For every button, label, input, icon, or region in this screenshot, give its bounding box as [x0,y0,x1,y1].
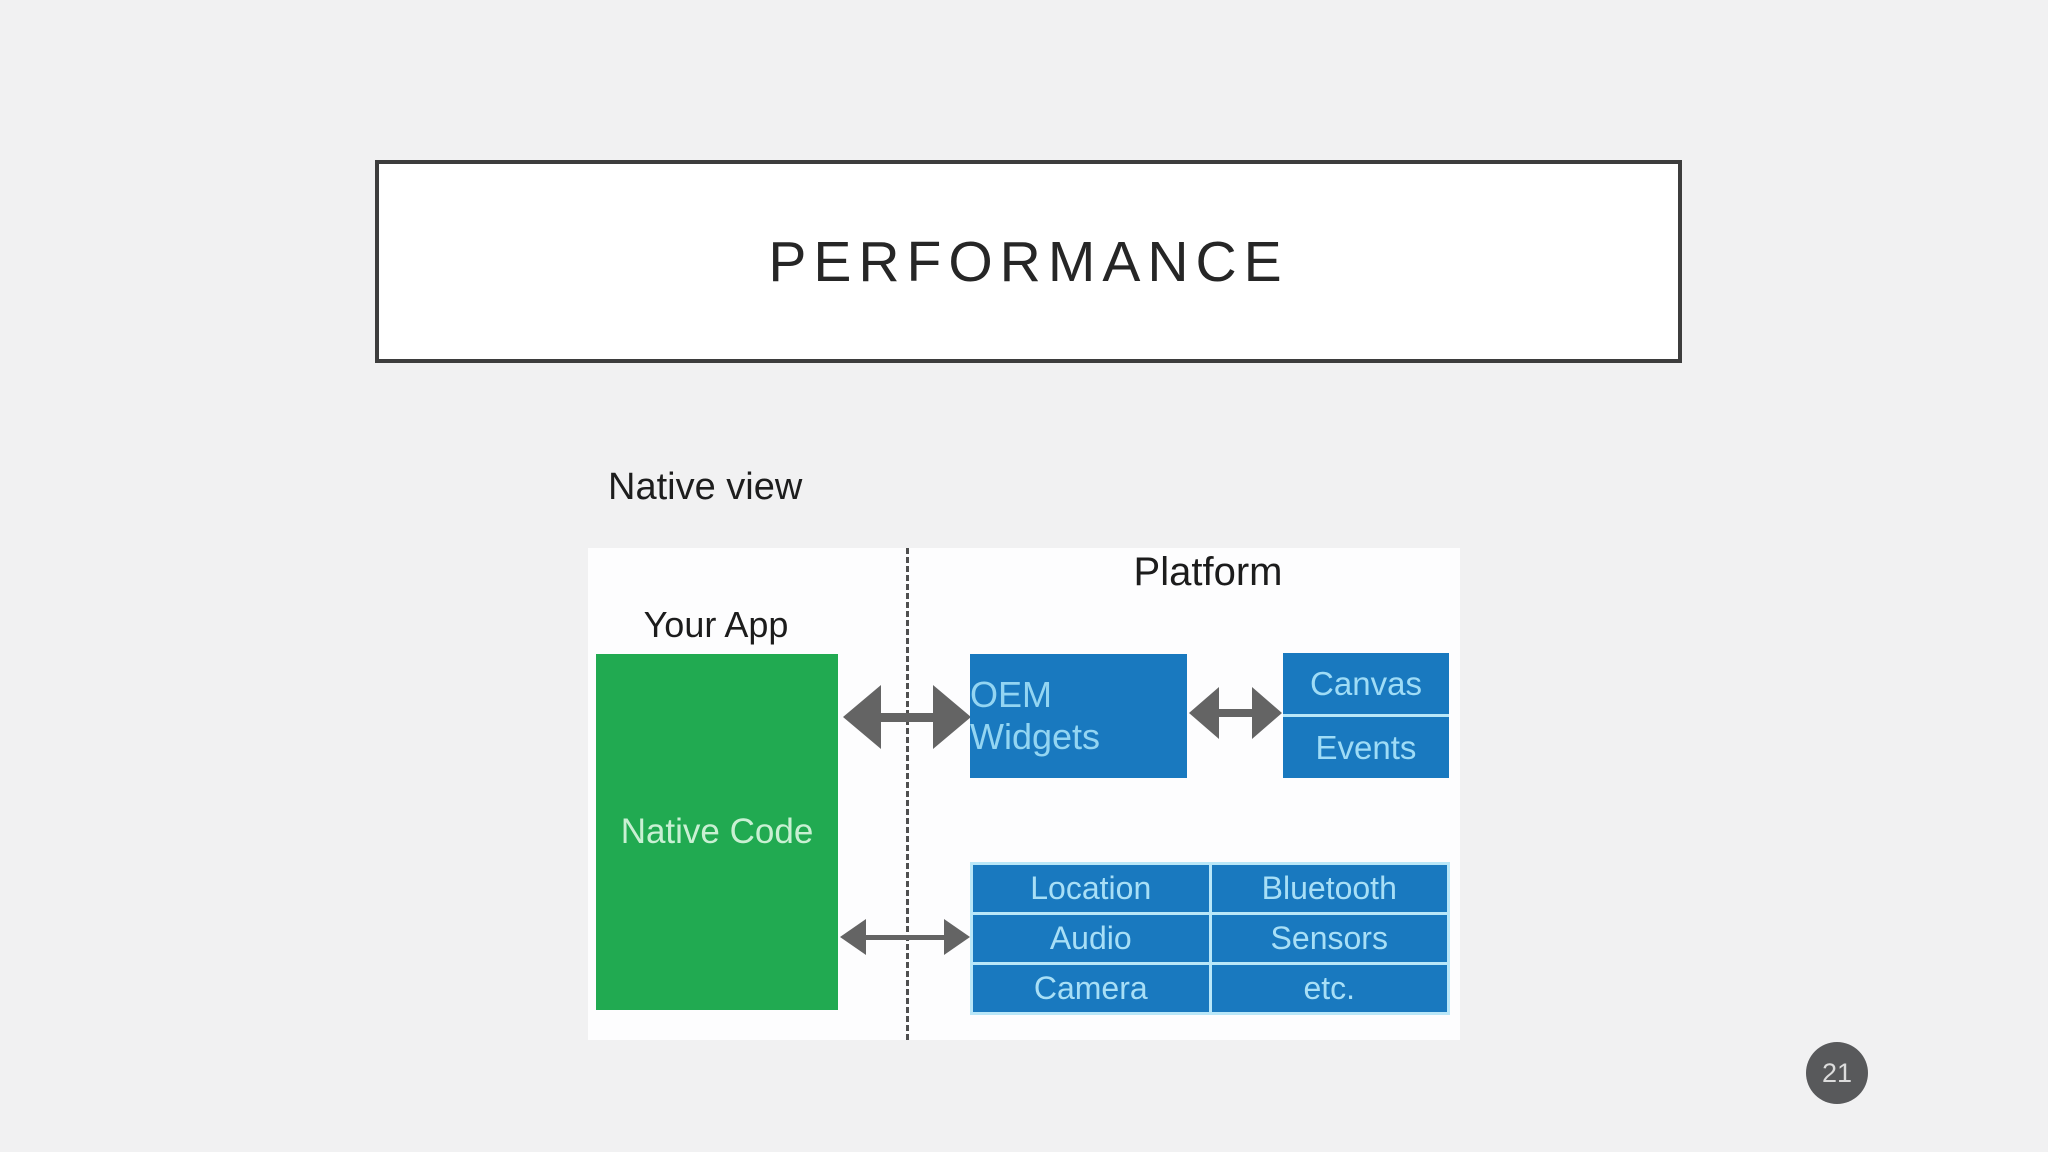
events-cell: Events [1315,728,1417,766]
service-cell-etc: etc. [1208,962,1450,1015]
native-code-box: Native Code [596,654,838,1010]
service-cell-location: Location [970,862,1212,915]
service-cell-sensors: Sensors [1208,912,1450,965]
architecture-diagram: Platform Your App Native Code OEM Widget… [588,548,1460,1040]
bidirectional-arrow-icon [1189,687,1282,739]
arrow-left-head-icon [1189,687,1219,739]
bidirectional-arrow-icon [840,919,970,955]
table-row: Camera etc. [970,962,1450,1015]
arrow-shaft [1219,709,1252,717]
table-row: Location Bluetooth [970,862,1450,915]
oem-widgets-label: OEM Widgets [970,674,1101,757]
arrow-right-head-icon [933,685,971,749]
arrow-right-head-icon [944,919,970,955]
page-number-badge: 21 [1806,1042,1868,1104]
arrow-left-head-icon [843,685,881,749]
arrow-right-head-icon [1252,687,1282,739]
your-app-section-label: Your App [643,604,789,645]
service-cell-bluetooth: Bluetooth [1208,862,1450,915]
arrow-shaft [881,712,933,722]
slide-title-box: PERFORMANCE [375,160,1682,363]
bidirectional-arrow-icon [843,685,971,749]
service-cell-audio: Audio [970,912,1212,965]
platform-section-label: Platform [1133,550,1283,594]
slide-title: PERFORMANCE [768,229,1289,294]
native-code-label: Native Code [620,812,814,851]
canvas-cell: Canvas [1283,653,1449,717]
diagram-caption: Native view [608,466,803,508]
canvas-events-box: Canvas Events [1283,653,1449,778]
oem-widgets-box: OEM Widgets [970,654,1187,778]
platform-services-table: Location Bluetooth Audio Sensors Camera … [970,862,1450,1015]
arrow-left-head-icon [840,919,866,955]
arrow-shaft [866,934,944,940]
page-number: 21 [1821,1057,1853,1088]
service-cell-camera: Camera [970,962,1212,1015]
app-platform-divider-line [906,548,909,1040]
table-row: Audio Sensors [970,912,1450,965]
